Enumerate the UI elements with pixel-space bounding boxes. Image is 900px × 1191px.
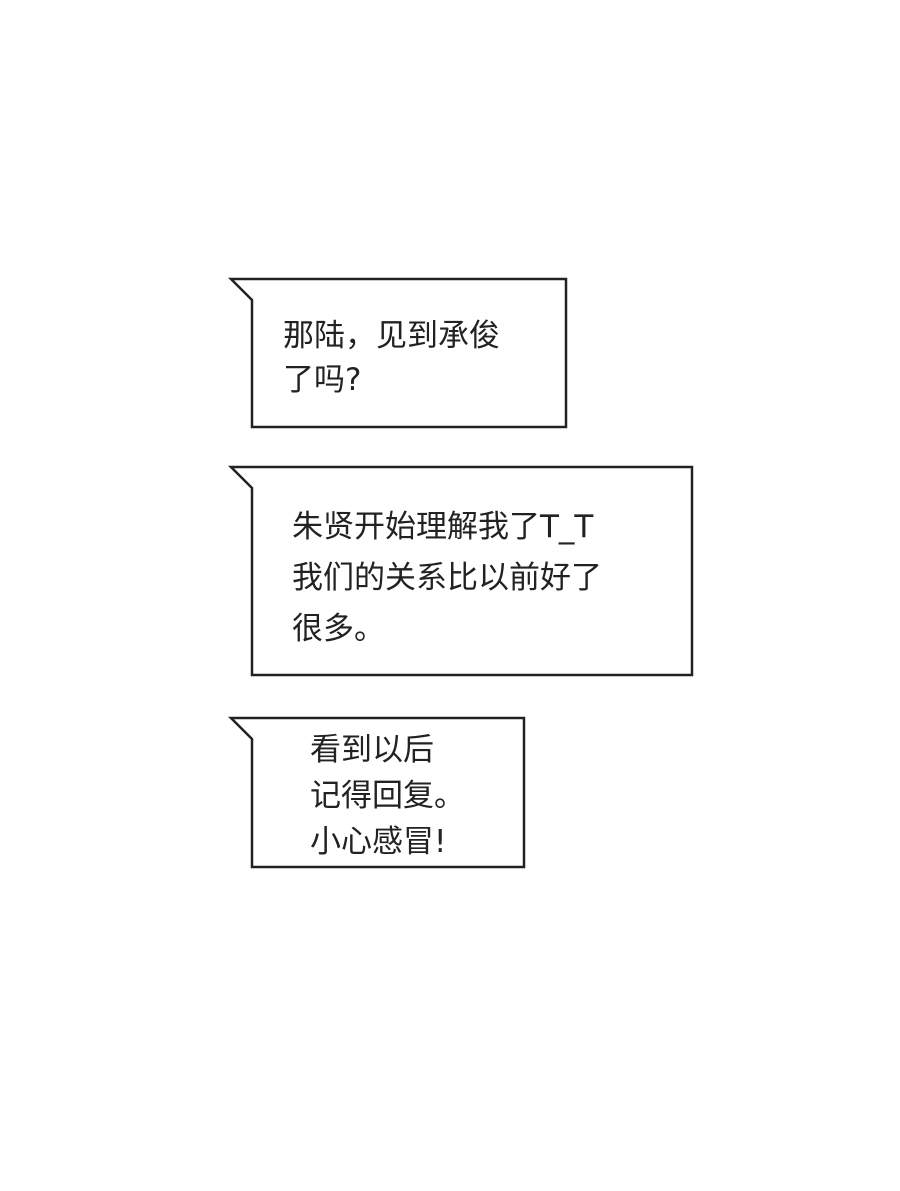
speech-bubble-2	[227, 465, 694, 677]
text-line: 小心感冒!	[310, 824, 447, 860]
speech-bubble-1	[227, 277, 568, 429]
text-line: 朱贤开始理解我了T_T	[292, 509, 594, 545]
speech-bubble-3	[227, 716, 526, 869]
text-line: 那陆，见到承俊	[283, 318, 500, 354]
text-line: 了吗?	[283, 362, 362, 398]
bubble-2-text: 朱贤开始理解我了T_T 我们的关系比以前好了 很多。	[292, 502, 602, 655]
text-line: 看到以后	[310, 732, 434, 768]
bubble-1-text: 那陆，见到承俊 了吗?	[283, 314, 500, 402]
bubble-3-text: 看到以后 记得回复。 小心感冒!	[310, 727, 465, 865]
text-line: 很多。	[292, 611, 385, 647]
text-line: 记得回复。	[310, 778, 465, 814]
text-line: 我们的关系比以前好了	[292, 560, 602, 596]
